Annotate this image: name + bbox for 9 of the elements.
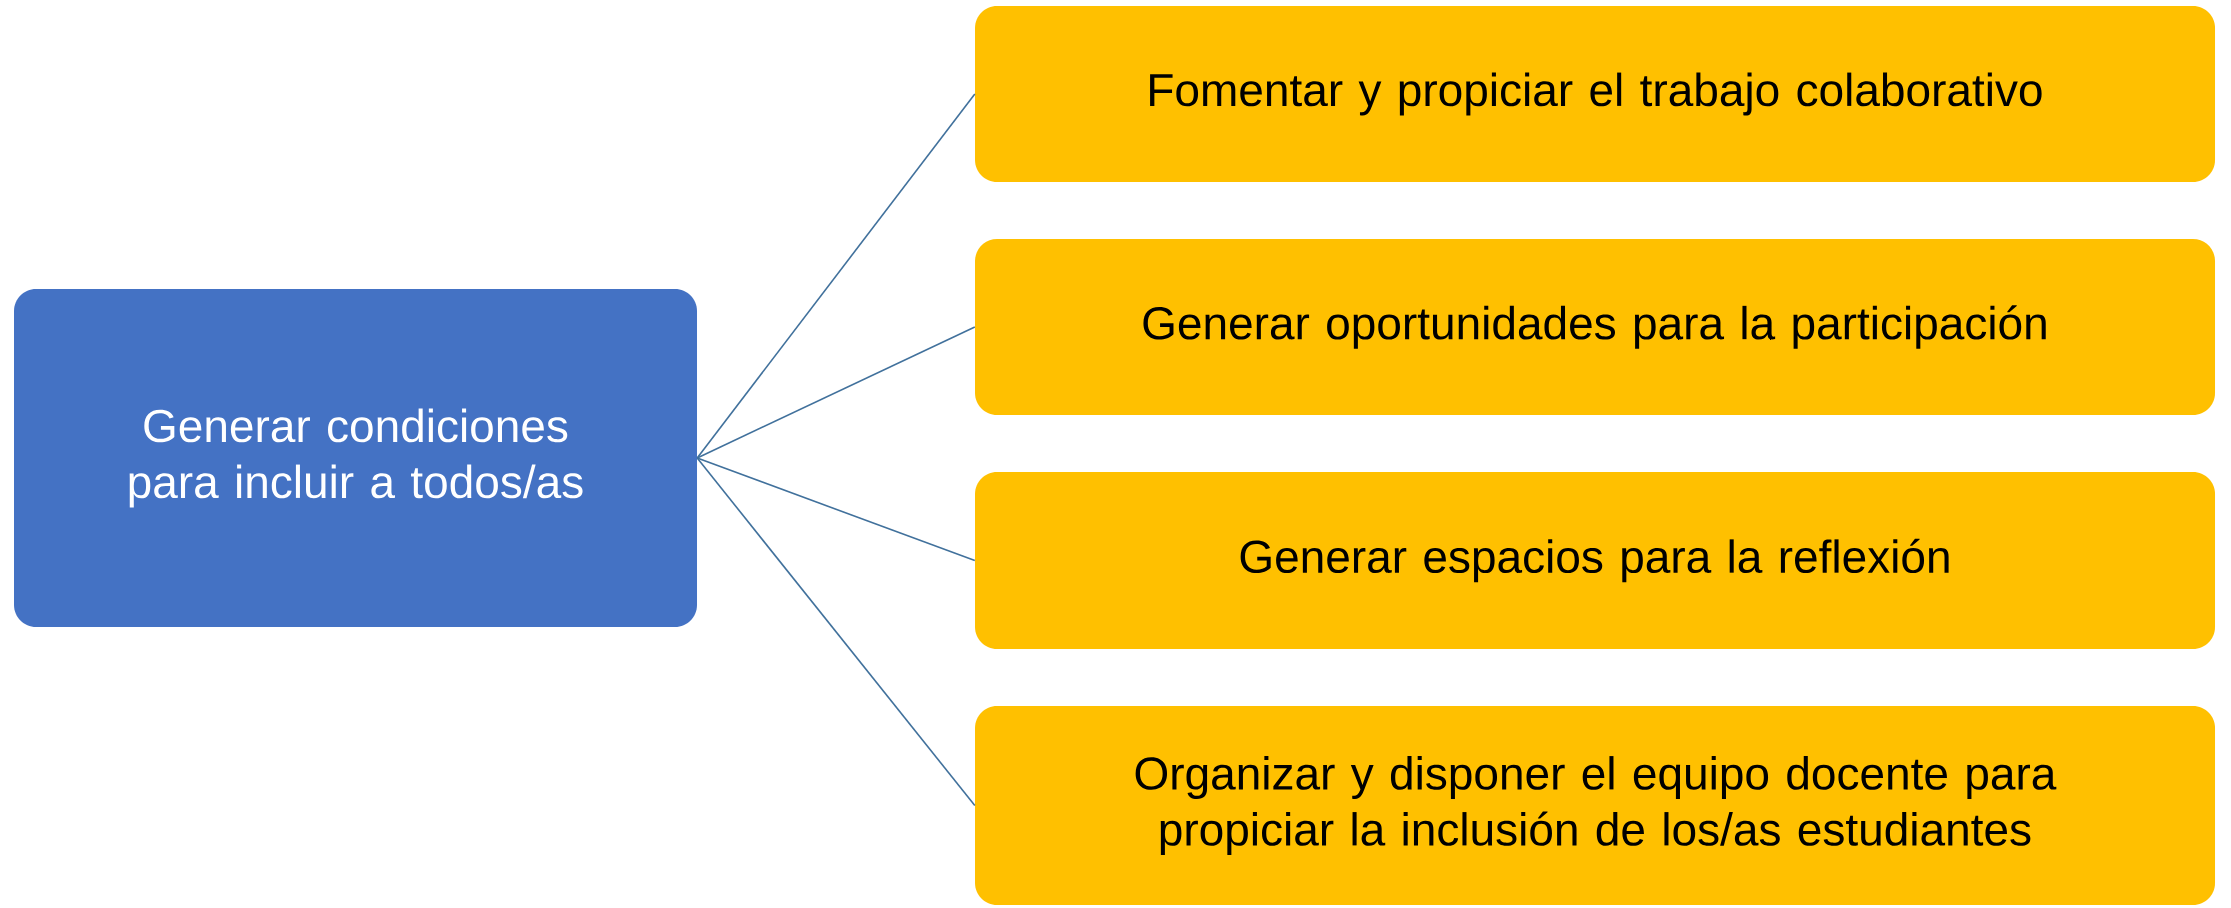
item-box: Fomentar y propiciar el trabajo colaborativo xyxy=(975,6,2215,182)
connector-line xyxy=(696,457,976,807)
root-box: Generar condiciones para incluir a todos/as xyxy=(14,289,697,627)
connector-line xyxy=(696,326,976,459)
connector-line xyxy=(696,457,976,562)
item-box: Generar oportunidades para la participación xyxy=(975,239,2215,415)
connector-line xyxy=(696,93,976,459)
item-box: Organizar y disponer el equipo docente para propiciar la inclusión de los/as estudiantes xyxy=(975,706,2215,905)
item-box: Generar espacios para la reflexión xyxy=(975,472,2215,649)
